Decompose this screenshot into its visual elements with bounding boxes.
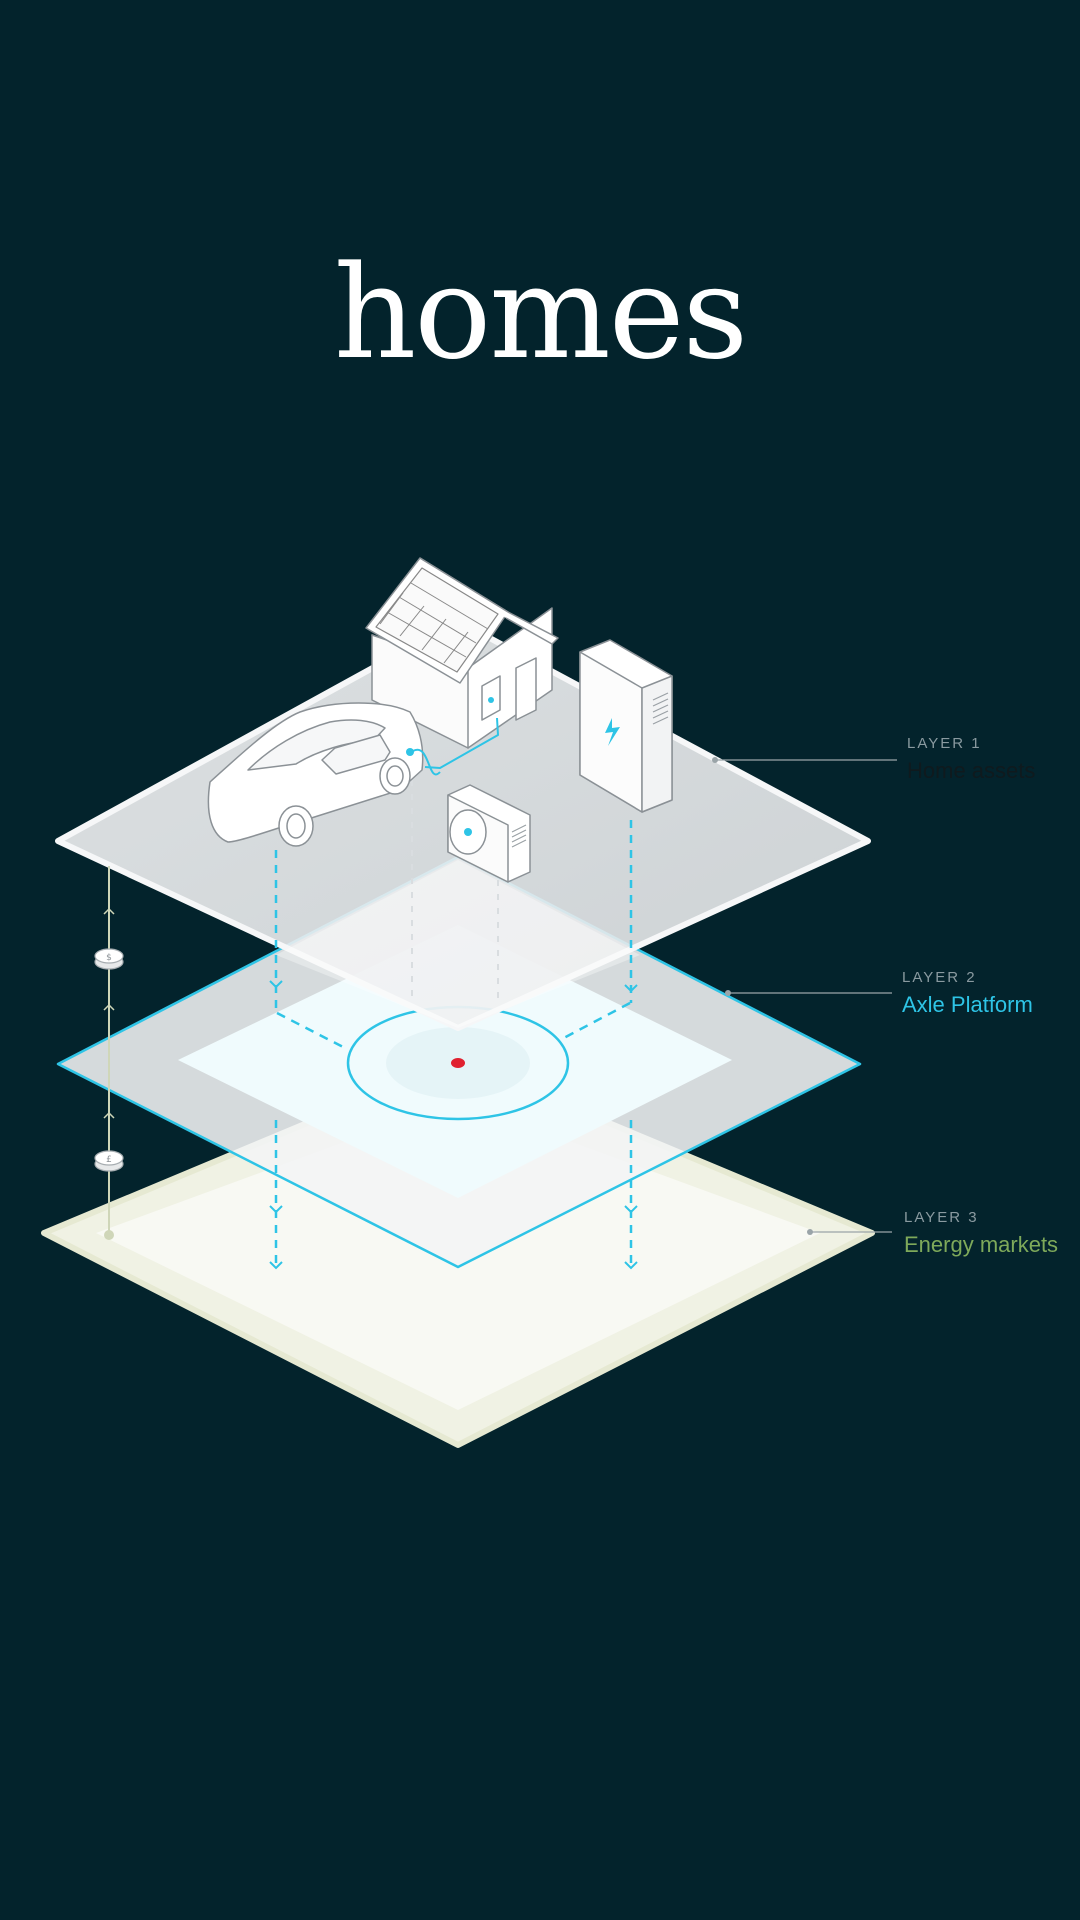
layer-2-kicker: LAYER 2 bbox=[902, 969, 977, 986]
layer-2-label: LAYER 2 Axle Platform bbox=[902, 969, 1033, 1018]
house-with-solar-icon bbox=[365, 557, 559, 769]
layer-3-name: Energy markets bbox=[904, 1232, 1059, 1257]
electric-car-icon bbox=[207, 702, 441, 847]
pound-coin-icon: £ bbox=[94, 1150, 124, 1172]
platform-core-icon bbox=[451, 1058, 465, 1068]
heat-pump-icon bbox=[447, 784, 531, 883]
svg-text:£: £ bbox=[106, 1155, 112, 1165]
layer-2-name: Axle Platform bbox=[902, 992, 1033, 1017]
svg-text:$: $ bbox=[106, 953, 112, 963]
dollar-coin-icon: $ bbox=[94, 948, 124, 970]
layer-3-kicker: LAYER 3 bbox=[904, 1209, 979, 1226]
layer-1-name: Home assets bbox=[907, 758, 1036, 783]
axle-platform-layer bbox=[56, 855, 862, 1270]
layer-3-label: LAYER 3 Energy markets bbox=[904, 1209, 1058, 1258]
label-leaders bbox=[712, 757, 897, 1235]
layer-1-kicker: LAYER 1 bbox=[907, 735, 982, 752]
page-title: homes bbox=[333, 239, 748, 388]
home-battery-icon bbox=[579, 639, 673, 813]
value-flow-line bbox=[103, 866, 115, 1240]
layer-1-label: LAYER 1 Home assets bbox=[907, 735, 1035, 784]
